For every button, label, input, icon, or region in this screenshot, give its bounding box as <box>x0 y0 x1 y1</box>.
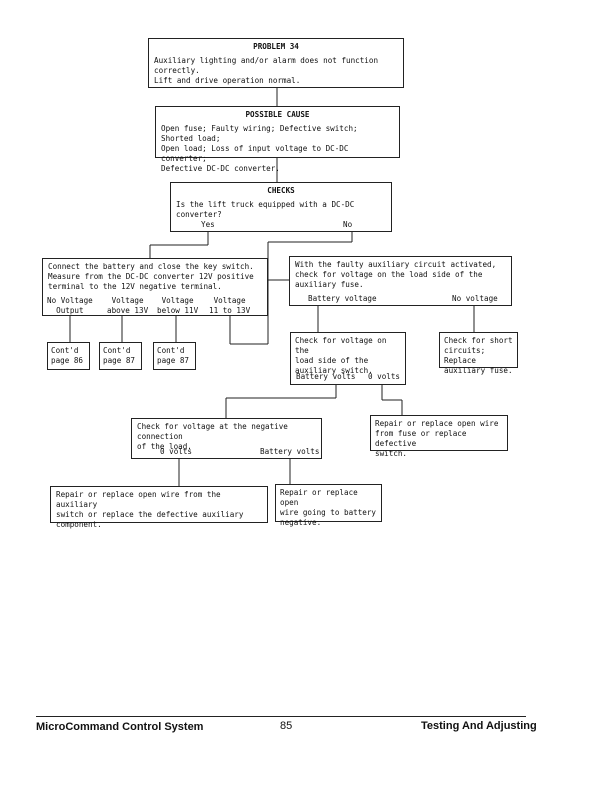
repair-switch-wire-text: Repair or replace open wire from the aux… <box>56 490 244 529</box>
checks-box: CHECKS Is the lift truck equipped with a… <box>170 182 392 232</box>
repair-negative-wire-text: Repair or replace open wire going to bat… <box>280 488 377 527</box>
short-circuit-box: Check for short circuits; Replace auxili… <box>439 332 518 375</box>
negative-check-box: Check for voltage at the negative connec… <box>131 418 322 459</box>
converter-measure-text: Connect the battery and close the key sw… <box>48 262 254 291</box>
switch-battery-volts-label: Battery volts <box>296 372 356 381</box>
fuse-check-text: With the faulty auxiliary circuit activa… <box>295 260 497 289</box>
contd-page-87-text-a: Cont'd page 87 <box>103 346 136 365</box>
switch-check-text: Check for voltage on the load side of th… <box>295 336 387 375</box>
converter-measure-box: Connect the battery and close the key sw… <box>42 258 268 316</box>
outcome-11-to-13v: Voltage 11 to 13V <box>209 296 251 315</box>
possible-cause-text: Open fuse; Faulty wiring; Defective swit… <box>161 124 358 173</box>
contd-page-86-text: Cont'd page 86 <box>51 346 84 365</box>
switch-zero-volts-label: 0 volts <box>368 372 401 381</box>
negative-zero-volts-label: 0 volts <box>160 447 193 456</box>
fuse-check-box: With the faulty auxiliary circuit activa… <box>289 256 512 306</box>
checks-question: Is the lift truck equipped with a DC-DC … <box>176 200 355 219</box>
repair-fuse-wire-box: Repair or replace open wire from fuse or… <box>370 415 508 458</box>
outcome-below-11v: Voltage below 11V <box>157 296 199 315</box>
repair-switch-wire-box: Repair or replace open wire from the aux… <box>50 486 268 529</box>
short-circuit-text: Check for short circuits; Replace auxili… <box>444 336 513 375</box>
repair-fuse-wire-text: Repair or replace open wire from fuse or… <box>375 419 499 458</box>
outcome-no-voltage: No Voltage Output <box>47 296 93 315</box>
page-number: 85 <box>280 720 293 732</box>
outcome-above-13v: Voltage above 13V <box>107 296 149 315</box>
negative-check-text: Check for voltage at the negative connec… <box>137 422 288 451</box>
fuse-battery-voltage-label: Battery voltage <box>308 294 377 303</box>
switch-check-box: Check for voltage on the load side of th… <box>290 332 406 385</box>
checks-yes-label: Yes <box>201 220 215 229</box>
contd-page-87-box-b: Cont'd page 87 <box>153 342 196 370</box>
contd-page-87-text-b: Cont'd page 87 <box>157 346 190 365</box>
repair-negative-wire-box: Repair or replace open wire going to bat… <box>275 484 382 527</box>
problem-title: PROBLEM 34 <box>253 42 299 51</box>
negative-battery-volts-label: Battery volts <box>260 447 320 456</box>
problem-box: PROBLEM 34 Auxiliary lighting and/or ala… <box>148 38 404 88</box>
footer-section: Testing And Adjusting <box>421 720 537 732</box>
contd-page-86-box: Cont'd page 86 <box>47 342 90 370</box>
checks-no-label: No <box>343 220 353 229</box>
possible-cause-box: POSSIBLE CAUSE Open fuse; Faulty wiring;… <box>155 106 400 173</box>
footer-title: MicroCommand Control System <box>36 721 204 733</box>
checks-title: CHECKS <box>267 186 295 195</box>
footer-rule <box>36 716 526 717</box>
problem-text: Auxiliary lighting and/or alarm does not… <box>154 56 379 85</box>
fuse-no-voltage-label: No voltage <box>452 294 498 303</box>
contd-page-87-box-a: Cont'd page 87 <box>99 342 142 370</box>
possible-cause-title: POSSIBLE CAUSE <box>245 110 310 119</box>
